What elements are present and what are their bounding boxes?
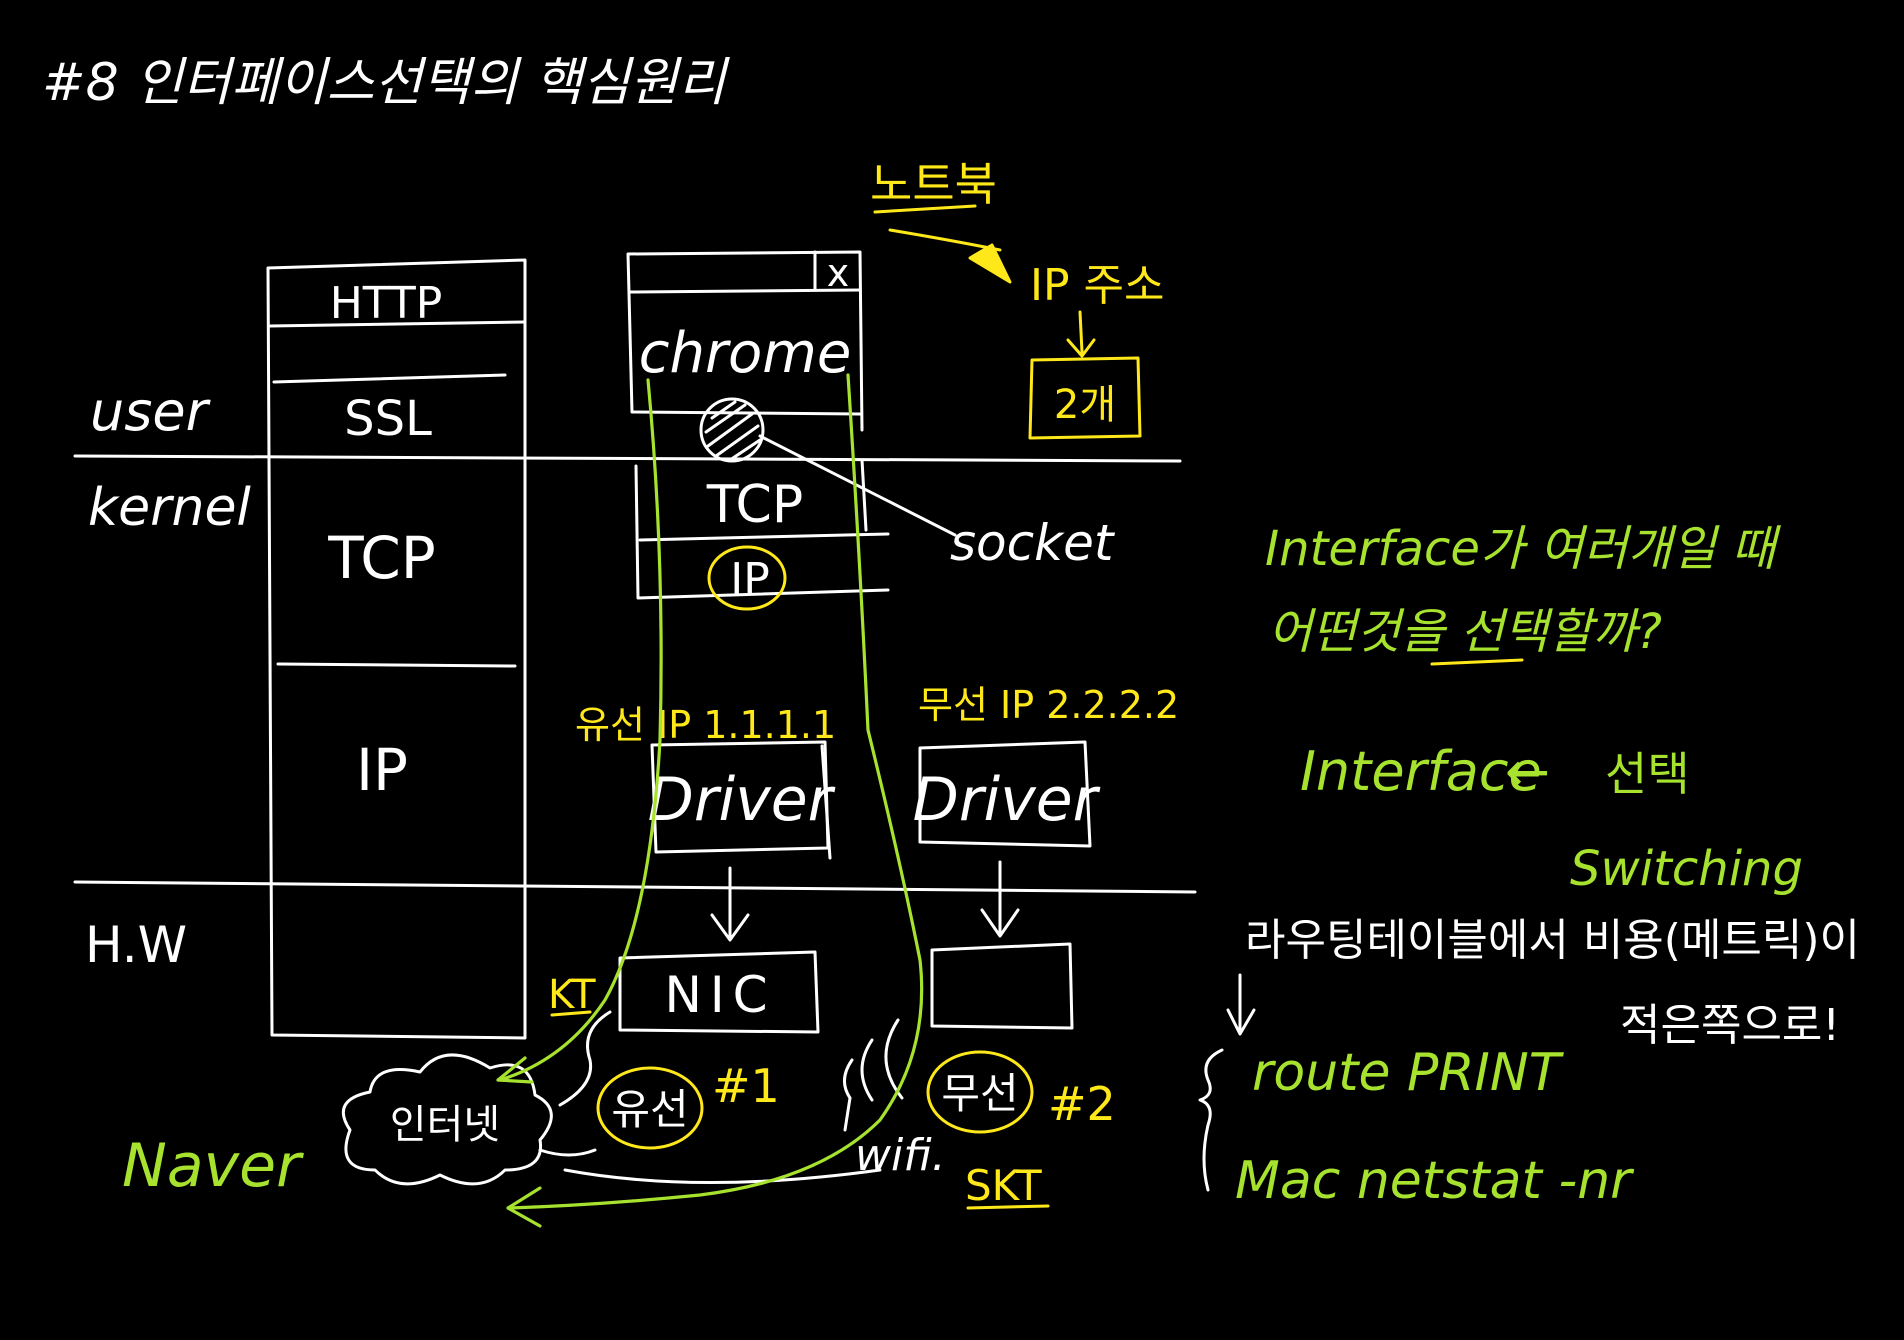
wired-ip-label: 유선 IP 1.1.1.1 [575, 703, 836, 747]
wireless-badge-circle [926, 1050, 1034, 1134]
routing-line-1: 라우팅테이블에서 비용(메트릭)이 [1245, 915, 1860, 966]
wireless-driver-nic-arrow [980, 860, 1020, 938]
ip-count-label: 2개 [1054, 382, 1116, 428]
routing-table-note: 라우팅테이블에서 비용(메트릭)이 적은쪽으로! route PRINT Mac… [1198, 915, 1860, 1211]
notebook-annotation: 노트북 IP 주소 2개 [870, 157, 1164, 440]
socket-marker: socket [699, 397, 1116, 572]
browser-window: x chrome [626, 250, 864, 432]
kernel-socket-stack: TCP IP [634, 458, 890, 611]
stack-tcp: TCP [327, 524, 436, 592]
command-brace [1198, 1048, 1224, 1192]
wireless-driver-label: Driver [913, 765, 1101, 835]
wifi-label: wifi. [855, 1130, 946, 1181]
notebook-label: 노트북 [870, 157, 997, 211]
stack-http: HTTP [330, 278, 443, 329]
question-line-1: Interface가 여러개일 때 [1265, 521, 1781, 577]
routing-arrow [1226, 973, 1256, 1036]
command-windows: route PRINT [1252, 1043, 1565, 1103]
selection-choice: 선택 [1605, 747, 1690, 801]
user-kernel-divider [73, 454, 1182, 463]
wireless-nic-box [930, 942, 1074, 1030]
command-mac: Mac netstat -nr [1235, 1151, 1635, 1211]
wired-isp-label: KT [548, 972, 596, 1018]
wireless-badge-label: 무선 [941, 1069, 1018, 1118]
kernel-ip-label: IP [730, 554, 770, 605]
layer-label-user: user [90, 380, 211, 443]
stack-ip: IP [356, 736, 408, 804]
question-line-2: 어떤것을 선택할까? [1268, 604, 1662, 660]
ip-highlight-circle [707, 545, 787, 611]
page-title: #8 인터페이스선택의 핵심원리 [42, 53, 730, 113]
wired-interface: 유선 IP 1.1.1.1 Driver NIC KT 유선 #1 [548, 703, 836, 1150]
wireless-number: #2 [1048, 1077, 1116, 1131]
wireless-path-arrow [508, 373, 924, 1210]
wifi-waves-icon [843, 1018, 904, 1132]
naver-label: Naver [122, 1131, 304, 1201]
cloud-to-wireless-link [563, 1168, 882, 1184]
wired-nic-label: NIC [664, 966, 775, 1024]
wired-driver-nic-arrow [710, 866, 750, 942]
wireless-isp-label: SKT [965, 1161, 1042, 1210]
routing-line-2: 적은쪽으로! [1620, 1000, 1840, 1051]
wired-badge-circle [596, 1066, 704, 1150]
ip-address-label: IP 주소 [1030, 260, 1164, 311]
selection-arrow: ← [1505, 740, 1550, 803]
cloud-to-wired-link [538, 1148, 597, 1157]
switching-label: Switching [1570, 841, 1803, 897]
layer-label-kernel: kernel [88, 478, 251, 538]
wired-number: #1 [712, 1059, 780, 1113]
internet-cloud: 인터넷 Naver [122, 1053, 882, 1201]
selection-interface: Interface [1300, 740, 1542, 803]
close-icon: x [827, 251, 850, 295]
socket-label: socket [950, 514, 1116, 572]
browser-app-label: chrome [639, 321, 852, 386]
interface-question-note: Interface가 여러개일 때 어떤것을 선택할까? [1265, 521, 1781, 666]
protocol-stack: HTTP SSL TCP IP [266, 258, 527, 1040]
interface-selection-note: Interface ← 선택 Switching [1300, 740, 1803, 897]
wired-path-arrow [498, 378, 663, 1082]
wireless-interface: 무선 IP 2.2.2.2 Driver wifi. 무선 #2 SKT [843, 683, 1179, 1210]
wired-driver-label: Driver [648, 765, 836, 835]
layer-label-hw: H.W [85, 916, 187, 974]
wired-badge-label: 유선 [611, 1085, 688, 1134]
kernel-hw-divider [73, 880, 1197, 894]
wired-cable [558, 1010, 612, 1107]
wireless-ip-label: 무선 IP 2.2.2.2 [918, 683, 1179, 727]
stack-ssl: SSL [344, 391, 432, 447]
kernel-tcp-label: TCP [706, 475, 803, 535]
internet-label: 인터넷 [390, 1102, 500, 1148]
